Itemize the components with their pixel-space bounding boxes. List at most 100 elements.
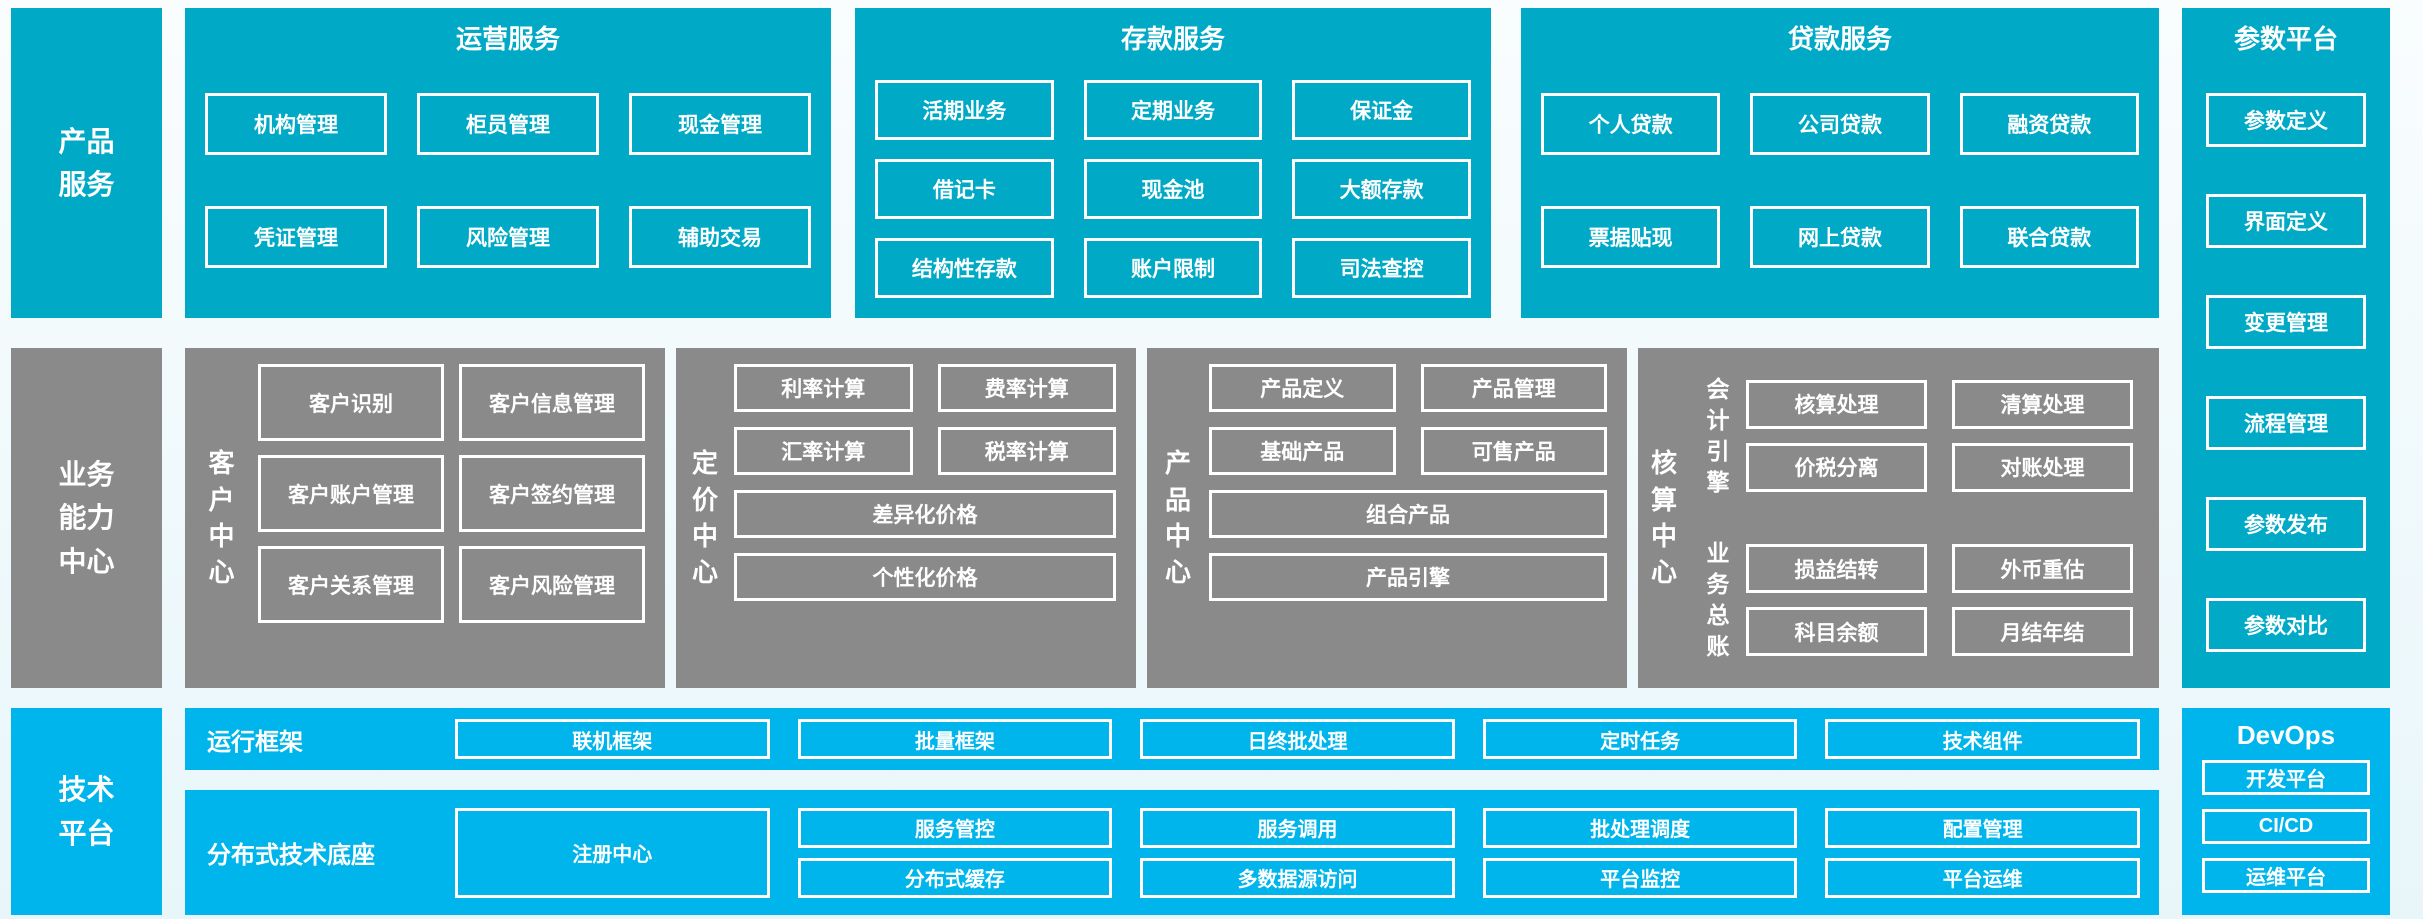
runtime-framework-label: 运行框架	[207, 728, 303, 756]
loan-grid: 个人贷款 公司贷款 融资贷款 票据贴现 网上贷款 联合贷款	[1541, 93, 2139, 268]
devops-list: 开发平台 CI/CD 运维平台	[2202, 760, 2370, 893]
base-column: 服务管控 分布式缓存	[797, 807, 1113, 898]
customer-grid: 客户识别 客户信息管理 客户账户管理 客户签约管理 客户关系管理 客户风险管理	[258, 364, 645, 623]
parameter-box: 参数定义	[2206, 93, 2366, 147]
runtime-framework-row: 联机框架 批量框架 日终批处理 定时任务 技术组件	[455, 719, 2140, 759]
product-grid: 产品定义 产品管理 基础产品 可售产品 组合产品 产品引擎	[1209, 364, 1607, 601]
tech-box: 服务调用	[1140, 807, 1455, 848]
devops-box: CI/CD	[2202, 809, 2370, 844]
sidebar-business-capability-center: 业务能力中心	[11, 348, 162, 688]
capability-box: 汇率计算	[734, 427, 913, 475]
devops-box: 开发平台	[2202, 760, 2370, 795]
accounting-engine-group: 会计引擎 核算处理 清算处理 价税分离 对账处理	[1690, 374, 2133, 498]
capability-box: 利率计算	[734, 364, 913, 412]
base-column: 配置管理 平台运维	[1825, 807, 2140, 898]
tech-box: 平台运维	[1825, 857, 2140, 898]
pricing-center-label: 定价中心	[676, 445, 734, 591]
product-center-label: 产品中心	[1147, 445, 1209, 591]
service-box: 定期业务	[1083, 80, 1263, 140]
vertical-label-text: 会计引擎	[1706, 375, 1730, 495]
service-box: 柜员管理	[417, 93, 599, 155]
service-box: 公司贷款	[1750, 93, 1930, 155]
service-box: 结构性存款	[875, 238, 1054, 298]
tech-box: 技术组件	[1825, 719, 2140, 759]
vertical-label-text: 产品中心	[1164, 448, 1191, 588]
capability-box: 客户关系管理	[258, 546, 444, 623]
capability-box: 外币重估	[1952, 544, 2133, 594]
business-ledger-group: 业务总账 损益结转 外币重估 科目余额 月结年结	[1690, 538, 2133, 662]
panel-accounting-center: 核算中心 会计引擎 核算处理 清算处理 价税分离 对账处理 业务总账 损益结转 …	[1638, 348, 2159, 688]
service-box: 机构管理	[205, 93, 387, 155]
capability-box: 产品管理	[1420, 364, 1607, 412]
capability-box: 可售产品	[1420, 427, 1607, 475]
capability-box: 对账处理	[1952, 442, 2133, 492]
capability-box: 清算处理	[1952, 379, 2133, 429]
pricing-grid: 利率计算 费率计算 汇率计算 税率计算 差异化价格 个性化价格	[734, 364, 1116, 601]
panel-product-center: 产品中心 产品定义 产品管理 基础产品 可售产品 组合产品 产品引擎	[1147, 348, 1627, 688]
tech-box: 平台监控	[1482, 857, 1798, 898]
service-box: 账户限制	[1083, 238, 1263, 298]
tech-box: 批量框架	[797, 719, 1113, 759]
accounting-engine-grid: 核算处理 清算处理 价税分离 对账处理	[1746, 379, 2133, 492]
panel-devops: DevOps 开发平台 CI/CD 运维平台	[2182, 708, 2390, 915]
tech-box: 日终批处理	[1140, 719, 1455, 759]
service-box: 现金管理	[629, 93, 811, 155]
parameter-box: 参数发布	[2206, 497, 2366, 551]
capability-box: 客户风险管理	[459, 546, 645, 623]
panel-parameter-platform: 参数平台 参数定义 界面定义 变更管理 流程管理 参数发布 参数对比	[2182, 8, 2390, 688]
devops-box: 运维平台	[2202, 858, 2370, 893]
service-box: 辅助交易	[629, 206, 811, 268]
capability-box: 科目余额	[1746, 607, 1927, 657]
service-box: 大额存款	[1292, 159, 1471, 219]
parameter-box: 变更管理	[2206, 295, 2366, 349]
sidebar-product-services-label: 产品服务	[58, 125, 115, 200]
service-box: 现金池	[1083, 159, 1263, 219]
section-loan-services: 贷款服务 个人贷款 公司贷款 融资贷款 票据贴现 网上贷款 联合贷款	[1521, 8, 2159, 318]
service-box: 票据贴现	[1541, 206, 1721, 268]
capability-box: 月结年结	[1952, 607, 2133, 657]
vertical-label-text: 定价中心	[691, 448, 718, 588]
devops-title: DevOps	[2236, 720, 2336, 750]
sidebar-business-capability-label: 业务能力中心	[58, 458, 115, 577]
service-box: 活期业务	[875, 80, 1054, 140]
vertical-label-text: 核算中心	[1650, 448, 1677, 588]
capability-box: 损益结转	[1746, 544, 1927, 594]
vertical-label-text: 业务总账	[1706, 540, 1730, 660]
section-title: 运营服务	[455, 24, 560, 54]
capability-box: 客户信息管理	[459, 364, 645, 441]
parameter-box: 流程管理	[2206, 396, 2366, 450]
registry-center-box: 注册中心	[455, 807, 770, 898]
parameter-box: 参数对比	[2206, 598, 2366, 652]
capability-box: 税率计算	[937, 427, 1116, 475]
capability-box-wide: 组合产品	[1209, 490, 1607, 538]
service-box: 保证金	[1292, 80, 1471, 140]
distributed-base-row: 注册中心 服务管控 分布式缓存 服务调用 多数据源访问 批处理调度 平台监控 配…	[455, 807, 2140, 898]
base-column: 服务调用 多数据源访问	[1140, 807, 1455, 898]
accounting-center-label: 核算中心	[1638, 445, 1690, 591]
service-box: 联合贷款	[1959, 206, 2139, 268]
service-box: 借记卡	[875, 159, 1054, 219]
capability-box-wide: 产品引擎	[1209, 553, 1607, 601]
panel-customer-center: 客户中心 客户识别 客户信息管理 客户账户管理 客户签约管理 客户关系管理 客户…	[185, 348, 665, 688]
base-column: 批处理调度 平台监控	[1482, 807, 1798, 898]
business-ledger-label: 业务总账	[1690, 538, 1746, 662]
vertical-label-text: 客户中心	[208, 448, 235, 588]
service-box: 凭证管理	[205, 206, 387, 268]
section-operations-services: 运营服务 机构管理 柜员管理 现金管理 凭证管理 风险管理 辅助交易	[185, 8, 831, 318]
panel-pricing-center: 定价中心 利率计算 费率计算 汇率计算 税率计算 差异化价格 个性化价格	[676, 348, 1136, 688]
tech-box: 服务管控	[797, 807, 1113, 848]
accounting-body: 会计引擎 核算处理 清算处理 价税分离 对账处理 业务总账 损益结转 外币重估 …	[1690, 374, 2133, 662]
capability-box-wide: 差异化价格	[734, 490, 1116, 538]
sidebar-technology-platform-label: 技术平台	[58, 774, 115, 849]
capability-box: 客户识别	[258, 364, 444, 441]
service-box: 风险管理	[417, 206, 599, 268]
capability-box: 价税分离	[1746, 442, 1927, 492]
service-box: 司法查控	[1292, 238, 1471, 298]
capability-box: 基础产品	[1209, 427, 1396, 475]
capability-box: 费率计算	[937, 364, 1116, 412]
capability-box: 核算处理	[1746, 379, 1927, 429]
service-box: 个人贷款	[1541, 93, 1721, 155]
parameter-platform-list: 参数定义 界面定义 变更管理 流程管理 参数发布 参数对比	[2206, 93, 2366, 652]
tech-box: 多数据源访问	[1140, 857, 1455, 898]
